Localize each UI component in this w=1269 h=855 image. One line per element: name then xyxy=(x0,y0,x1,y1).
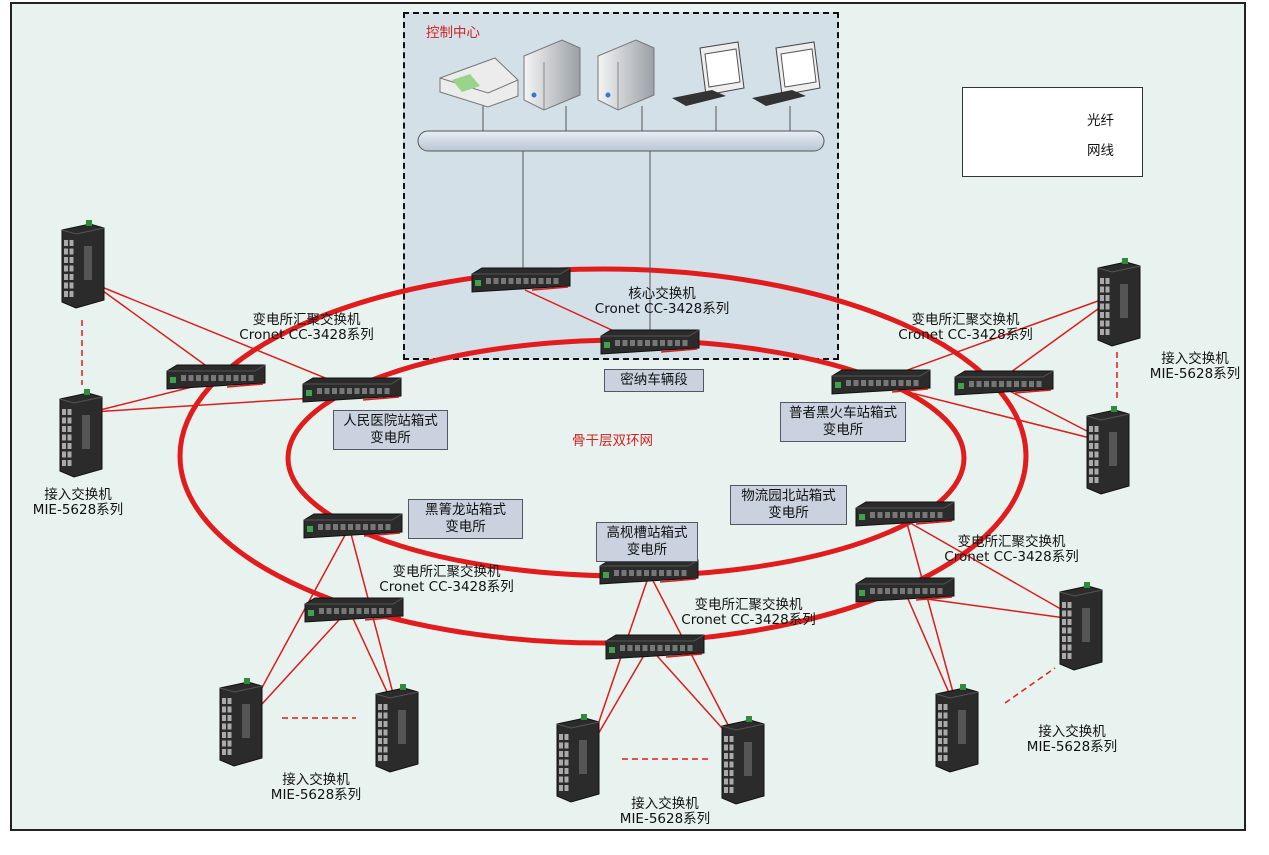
agg-switch-model: Cronet CC-3428系列 xyxy=(379,579,514,595)
switch-icon xyxy=(302,377,402,403)
core-switch-model: Cronet CC-3428系列 xyxy=(594,301,730,317)
switch-icon xyxy=(303,513,403,539)
station-heijilong: 黑箐龙站箱式 变电所 xyxy=(408,499,523,539)
switch-icon xyxy=(599,559,699,585)
agg-switch-name: 变电所汇聚交换机 xyxy=(957,534,1066,550)
station-renmin: 人民医院站箱式 变电所 xyxy=(333,410,448,450)
station-name-line2: 变电所 xyxy=(626,542,668,558)
access-switch-label-bottom-right: 接入交换机 MIE-5628系列 xyxy=(1022,725,1122,755)
access-switch-model: MIE-5628系列 xyxy=(1149,366,1241,382)
access-switch-icon xyxy=(1059,582,1103,671)
access-switch-label-bottom-middle: 接入交换机 MIE-5628系列 xyxy=(615,797,715,827)
station-mina: 密纳车辆段 xyxy=(604,369,704,392)
agg-switch-label-lower-left: 变电所汇聚交换机 Cronet CC-3428系列 xyxy=(374,565,519,595)
access-switch-icon xyxy=(721,716,765,805)
backbone-ring-label: 骨干层双环网 xyxy=(572,433,653,449)
station-name-line2: 变电所 xyxy=(768,505,809,521)
switch-icon xyxy=(166,364,266,390)
switch-icon xyxy=(954,370,1054,396)
access-switch-name: 接入交换机 xyxy=(1161,351,1229,367)
access-switch-icon xyxy=(61,220,105,309)
agg-switch-model: Cronet CC-3428系列 xyxy=(681,612,816,628)
agg-switch-label-lower-right: 变电所汇聚交换机 Cronet CC-3428系列 xyxy=(939,535,1084,565)
access-switch-model: MIE-5628系列 xyxy=(1026,739,1118,755)
switch-icon xyxy=(831,369,931,395)
station-name-line1: 高枧槽站箱式 xyxy=(606,525,688,541)
agg-switch-name: 变电所汇聚交换机 xyxy=(252,312,361,328)
switch-icon xyxy=(471,267,571,293)
switch-icon xyxy=(855,501,955,527)
switch-icon xyxy=(855,577,955,603)
station-name-line2: 变电所 xyxy=(445,519,486,535)
station-name-line2: 变电所 xyxy=(370,430,411,446)
access-switch-model: MIE-5628系列 xyxy=(270,787,362,803)
station-wuliuyuan: 物流园北站箱式 变电所 xyxy=(730,485,847,525)
access-switch-name: 接入交换机 xyxy=(44,487,112,503)
agg-switch-model: Cronet CC-3428系列 xyxy=(239,327,374,343)
station-name-line2: 变电所 xyxy=(822,422,864,438)
switches xyxy=(59,220,1141,805)
access-switch-name: 接入交换机 xyxy=(282,772,350,788)
legend-cable-label: 网线 xyxy=(1087,143,1114,159)
access-switch-icon xyxy=(1086,406,1130,495)
agg-switch-model: Cronet CC-3428系列 xyxy=(898,327,1033,343)
station-name-line1: 物流园北站箱式 xyxy=(741,488,836,504)
access-switch-name: 接入交换机 xyxy=(631,796,699,812)
access-switch-label-right: 接入交换机 MIE-5628系列 xyxy=(1145,352,1245,382)
agg-switch-name: 变电所汇聚交换机 xyxy=(694,597,803,613)
server-icon xyxy=(523,39,581,111)
access-switch-model: MIE-5628系列 xyxy=(32,502,124,518)
switch-icon xyxy=(304,597,404,623)
access-switch-label-left: 接入交换机 MIE-5628系列 xyxy=(28,488,128,518)
access-switch-name: 接入交换机 xyxy=(1038,724,1106,740)
access-switch-icon xyxy=(375,684,419,773)
legend-fiber-label: 光纤 xyxy=(1087,113,1114,129)
access-dashed-links xyxy=(81,320,1118,760)
lan-bus xyxy=(417,106,825,334)
agg-switch-model: Cronet CC-3428系列 xyxy=(944,549,1079,565)
outer-backbone-ring xyxy=(177,266,1029,646)
access-switch-model: MIE-5628系列 xyxy=(619,811,711,827)
station-name-line1: 黑箐龙站箱式 xyxy=(425,502,506,518)
switch-icon xyxy=(605,634,705,660)
agg-switch-name: 变电所汇聚交换机 xyxy=(911,312,1020,328)
workstation-icon xyxy=(752,41,821,106)
agg-switch-label-lower-middle: 变电所汇聚交换机 Cronet CC-3428系列 xyxy=(676,598,821,628)
access-switch-icon xyxy=(1097,258,1141,347)
access-switch-icon xyxy=(219,678,263,767)
agg-switch-label-left: 变电所汇聚交换机 Cronet CC-3428系列 xyxy=(234,313,379,343)
access-switch-label-bottom-left: 接入交换机 MIE-5628系列 xyxy=(266,773,366,803)
station-name-line1: 普者黑火车站箱式 xyxy=(789,405,897,421)
core-switch-label: 核心交换机 Cronet CC-3428系列 xyxy=(592,287,732,317)
access-switch-icon xyxy=(556,714,600,803)
router-icon xyxy=(439,57,519,108)
legend: 光纤 网线 xyxy=(962,87,1143,177)
station-gaojiancao: 高枧槽站箱式 变电所 xyxy=(596,522,698,562)
control-center-label: 控制中心 xyxy=(426,25,480,41)
agg-switch-name: 变电所汇聚交换机 xyxy=(392,564,501,580)
server-icon xyxy=(597,39,655,111)
station-name-line1: 人民医院站箱式 xyxy=(343,413,438,429)
switch-icon xyxy=(600,329,700,355)
workstation-icon xyxy=(672,41,745,106)
core-switch-name: 核心交换机 xyxy=(628,286,696,302)
agg-switch-label-right: 变电所汇聚交换机 Cronet CC-3428系列 xyxy=(893,313,1038,343)
station-puzhe: 普者黑火车站箱式 变电所 xyxy=(780,402,906,442)
access-switch-icon xyxy=(59,389,103,478)
access-switch-icon xyxy=(935,684,979,773)
